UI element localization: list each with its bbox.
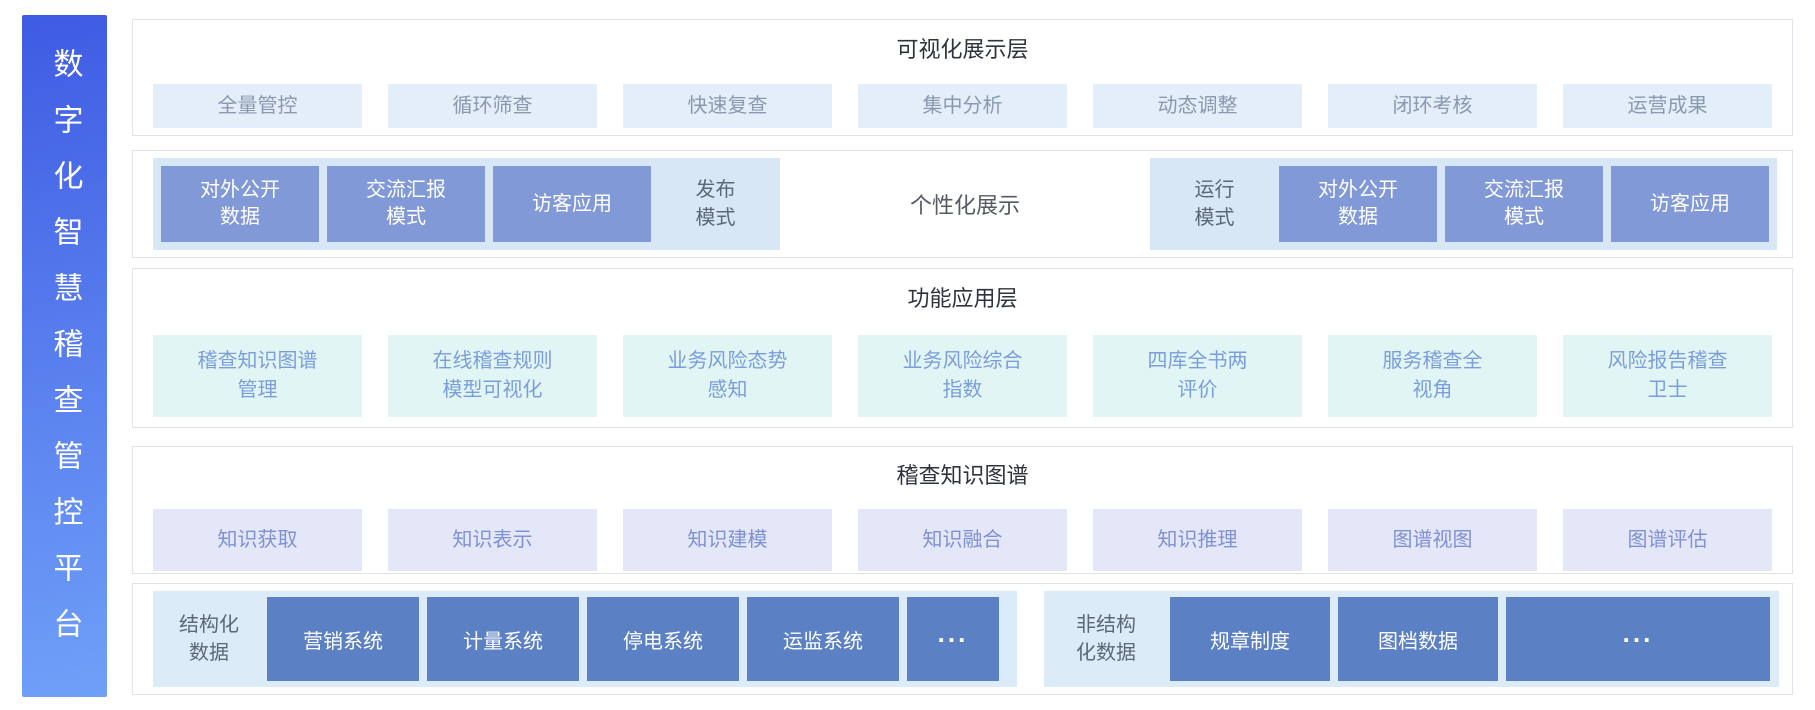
knowledge-graph-item: 知识获取 — [153, 509, 362, 571]
run-mode-box: 交流汇报 模式 — [1445, 166, 1603, 242]
publish-mode-box: 对外公开 数据 — [161, 166, 319, 242]
function-item: 四库全书两 评价 — [1093, 335, 1302, 417]
visualization-item: 闭环考核 — [1328, 84, 1537, 128]
ellipsis-label: ... — [1622, 617, 1654, 648]
run-mode-box: 访客应用 — [1611, 166, 1769, 242]
ellipsis-label: ... — [937, 617, 969, 648]
visualization-item: 全量管控 — [153, 84, 362, 128]
visualization-item: 运营成果 — [1563, 84, 1772, 128]
function-item: 业务风险态势 感知 — [623, 335, 832, 417]
publish-mode-group: 对外公开 数据 交流汇报 模式 访客应用 发布 模式 — [153, 158, 780, 250]
knowledge-graph-items-row: 知识获取 知识表示 知识建模 知识融合 知识推理 图谱视图 图谱评估 — [133, 509, 1792, 571]
structured-data-group: 结构化 数据 营销系统 计量系统 停电系统 运监系统 ... — [153, 591, 1017, 687]
structured-data-label: 结构化 数据 — [179, 614, 239, 664]
platform-title-bar: 数字化智慧稽查管控平台 — [22, 15, 107, 697]
visualization-layer-title: 可视化展示层 — [896, 37, 1029, 62]
function-item: 稽查知识图谱 管理 — [153, 335, 362, 417]
function-layer-title: 功能应用层 — [907, 286, 1018, 311]
visualization-item: 动态调整 — [1093, 84, 1302, 128]
unstructured-more-box: ... — [1506, 597, 1770, 681]
run-mode-label: 运行 模式 — [1194, 179, 1235, 229]
function-items-row: 稽查知识图谱 管理 在线稽查规则 模型可视化 业务风险态势 感知 业务风险综合 … — [133, 335, 1792, 417]
publish-mode-box: 访客应用 — [493, 166, 651, 242]
knowledge-graph-item: 知识融合 — [858, 509, 1067, 571]
unstructured-data-group: 非结构 化数据 规章制度 图档数据 ... — [1044, 591, 1779, 687]
function-layer-panel: 功能应用层 稽查知识图谱 管理 在线稽查规则 模型可视化 业务风险态势 感知 业… — [132, 268, 1793, 428]
visualization-items-row: 全量管控 循环筛查 快速复查 集中分析 动态调整 闭环考核 运营成果 — [133, 84, 1792, 128]
structured-system-box: 运监系统 — [747, 597, 899, 681]
platform-title: 数字化智慧稽查管控平台 — [48, 48, 82, 664]
knowledge-graph-item: 图谱评估 — [1563, 509, 1772, 571]
visualization-item: 循环筛查 — [388, 84, 597, 128]
knowledge-graph-panel: 稽查知识图谱 知识获取 知识表示 知识建模 知识融合 知识推理 图谱视图 图谱评… — [132, 446, 1793, 574]
knowledge-graph-item: 图谱视图 — [1328, 509, 1537, 571]
publish-mode-box: 交流汇报 模式 — [327, 166, 485, 242]
function-item: 服务稽查全 视角 — [1328, 335, 1537, 417]
publish-mode-label: 发布 模式 — [695, 179, 736, 229]
visualization-item: 集中分析 — [858, 84, 1067, 128]
structured-system-box: 营销系统 — [267, 597, 419, 681]
function-item: 业务风险综合 指数 — [858, 335, 1067, 417]
run-mode-box: 对外公开 数据 — [1279, 166, 1437, 242]
knowledge-graph-title: 稽查知识图谱 — [896, 463, 1029, 488]
personalized-display-label: 个性化展示 — [909, 193, 1020, 218]
knowledge-graph-item: 知识表示 — [388, 509, 597, 571]
structured-system-box: 停电系统 — [587, 597, 739, 681]
unstructured-data-label: 非结构 化数据 — [1076, 614, 1136, 664]
function-item: 风险报告稽查 卫士 — [1563, 335, 1772, 417]
structured-more-box: ... — [907, 597, 999, 681]
unstructured-system-box: 规章制度 — [1170, 597, 1330, 681]
visualization-layer-panel: 可视化展示层 全量管控 循环筛查 快速复查 集中分析 动态调整 闭环考核 运营成… — [132, 19, 1793, 136]
structured-system-box: 计量系统 — [427, 597, 579, 681]
knowledge-graph-item: 知识建模 — [623, 509, 832, 571]
display-mode-panel: 对外公开 数据 交流汇报 模式 访客应用 发布 模式 个性化展示 运行 模式 对… — [132, 150, 1793, 258]
function-item: 在线稽查规则 模型可视化 — [388, 335, 597, 417]
diagram-main: 可视化展示层 全量管控 循环筛查 快速复查 集中分析 动态调整 闭环考核 运营成… — [132, 19, 1793, 695]
data-source-panel: 结构化 数据 营销系统 计量系统 停电系统 运监系统 ... 非结构 化数据 规… — [132, 583, 1793, 695]
run-mode-group: 运行 模式 对外公开 数据 交流汇报 模式 访客应用 — [1150, 158, 1777, 250]
knowledge-graph-item: 知识推理 — [1093, 509, 1302, 571]
visualization-item: 快速复查 — [623, 84, 832, 128]
unstructured-system-box: 图档数据 — [1338, 597, 1498, 681]
